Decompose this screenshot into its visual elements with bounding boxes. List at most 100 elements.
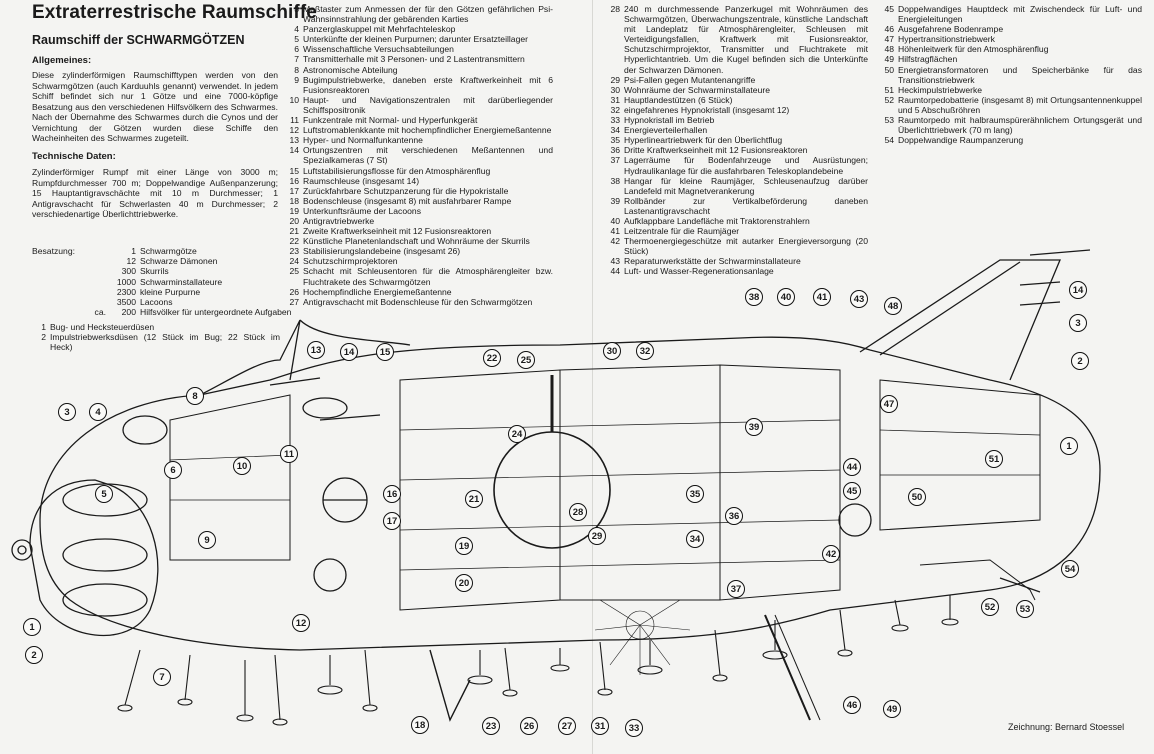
legend-number: 4: [294, 24, 299, 35]
legend-item: 18 Bodenschleuse (insgesamt 8) mit ausfah…: [285, 196, 553, 206]
callout-marker: 1: [23, 618, 41, 636]
legend-number: 5: [294, 34, 299, 45]
legend-number: 30: [610, 84, 620, 95]
legend-text: Haupt- und Navigationszentralen mit darü…: [303, 94, 553, 115]
legend-item: 11 Funkzentrale mit Normal- und Hyperfunk…: [285, 115, 553, 125]
legend-number: 46: [884, 24, 894, 35]
legend-text: Raumtorpedo mit halbraumspürerähnlichem …: [898, 115, 1142, 136]
callout-marker: 24: [508, 425, 526, 443]
legend-text: Doppelwandige Raumpanzerung: [898, 135, 1024, 146]
dorsal-fin: [299, 319, 411, 346]
glass-cupola: [122, 415, 168, 445]
lock-ramp: [429, 649, 471, 722]
legend-number: 28: [610, 4, 620, 14]
callout-marker: 25: [517, 351, 535, 369]
callout-marker: 53: [1016, 600, 1034, 618]
legend-item: 37 Lagerräume für Bodenfahrzeuge und Ausr…: [606, 155, 868, 175]
callout-marker: 18: [411, 716, 429, 734]
callout-marker: 29: [588, 527, 606, 545]
callout-marker: 40: [777, 288, 795, 306]
legend-number: 12: [289, 125, 299, 136]
legend-item: 28 240 m durchmessende Panzerkugel mit Wo…: [606, 4, 868, 75]
callout-marker: 54: [1061, 560, 1079, 578]
legend-text: Funkzentrale mit Normal- und Hyperfunkge…: [303, 115, 478, 126]
legend-number: 42: [610, 236, 620, 247]
callout-marker: 28: [569, 503, 587, 521]
page-fold: [592, 0, 593, 754]
legend-number: 37: [610, 155, 620, 166]
legend-text: Psi-Fallen gegen Mutantenangriffe: [624, 74, 756, 85]
legend-column-3: 28 240 m durchmessende Panzerkugel mit Wo…: [606, 4, 868, 277]
legend-number: 36: [610, 145, 620, 156]
legend-number: 44: [610, 266, 620, 277]
legend-number: 33: [610, 115, 620, 126]
callout-marker: 50: [908, 488, 926, 506]
legend-number: 10: [289, 94, 299, 105]
legend-number: 26: [289, 286, 299, 297]
callout-marker: 26: [520, 717, 538, 735]
legend-number: 18: [289, 195, 299, 206]
page-title: Extraterrestrische Raumschiffe: [32, 2, 317, 23]
callout-marker: 3: [58, 403, 76, 421]
legend-number: 41: [610, 226, 620, 237]
legend-number: 14: [289, 145, 299, 156]
bow-engine-duct: [62, 583, 148, 617]
legend-text: Heckimpulstriebwerke: [898, 84, 983, 95]
callout-marker: 30: [603, 342, 621, 360]
legend-number: 11: [290, 115, 299, 126]
legend-number: 50: [884, 64, 894, 75]
legend-text: Astronomische Abteilung: [303, 64, 398, 75]
callout-marker: 15: [376, 343, 394, 361]
legend-text: Bodenschleuse (insgesamt 8) mit ausfahrb…: [303, 195, 512, 206]
legend-text: Doppelwandiges Hauptdeck mit Zwischendec…: [898, 4, 1142, 25]
callout-marker: 4: [89, 403, 107, 421]
legend-text: 240 m durchmessende Panzerkugel mit Wohn…: [624, 4, 868, 75]
legend-number: 20: [289, 215, 299, 226]
bow-nozzle-inner: [17, 545, 27, 555]
drawing-credit: Zeichnung: Bernard Stoessel: [1008, 722, 1125, 732]
legend-text: Hochempfindliche Energiemeßantenne: [303, 286, 452, 297]
nose-cap: [29, 479, 159, 637]
cutaway-frame: [169, 394, 291, 561]
legend-number: 24: [289, 256, 299, 267]
callout-marker: 12: [292, 614, 310, 632]
callout-marker: 43: [850, 290, 868, 308]
legend-text: Zurückfahrbare Schutzpanzerung für die H…: [303, 185, 509, 196]
legend-text: Impulstriebwerksdüsen (12 Stück im Bug; …: [50, 332, 280, 353]
callout-marker: 11: [280, 445, 298, 463]
callout-marker: 16: [383, 485, 401, 503]
callout-marker: 13: [307, 341, 325, 359]
legend-number: 29: [610, 74, 620, 85]
callout-marker: 23: [482, 717, 500, 735]
callout-marker: 3: [1069, 314, 1087, 332]
callout-marker: 22: [483, 349, 501, 367]
callout-marker: 20: [455, 574, 473, 592]
legend-text: Lagerräume für Bodenfahrzeuge und Ausrüs…: [624, 155, 868, 176]
legend-number: 34: [610, 125, 620, 136]
legend-text: Ausgefahrene Bodenrampe: [898, 24, 1004, 35]
